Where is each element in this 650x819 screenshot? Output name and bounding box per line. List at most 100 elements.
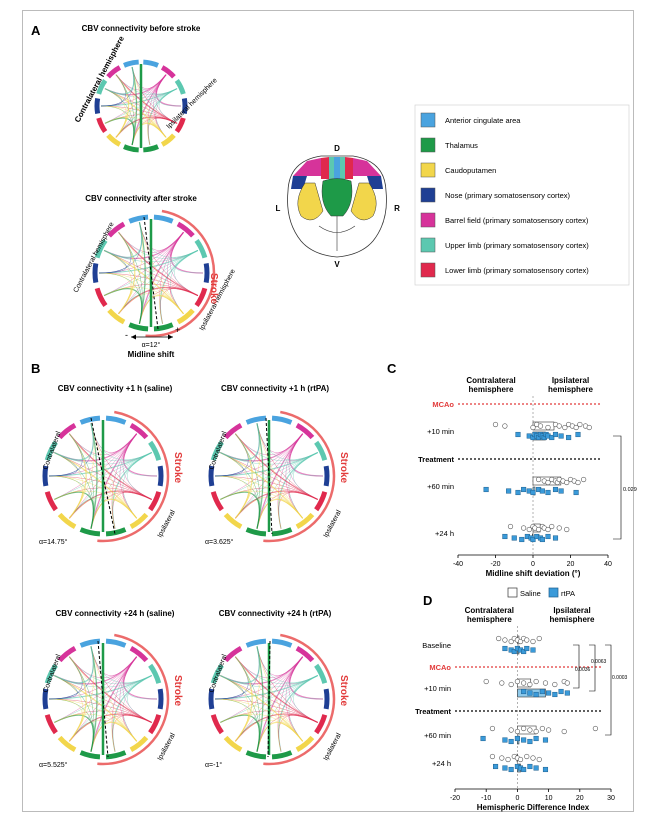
rtpa-point <box>521 737 527 743</box>
stroke-arc <box>263 633 336 766</box>
saline-point <box>545 479 551 486</box>
saline-point <box>489 753 496 760</box>
x-tick-label: -20 <box>490 561 500 568</box>
saline-point <box>521 680 527 686</box>
anterior-cingulate <box>334 157 340 179</box>
ipsilateral-label: Ipsilateral <box>157 509 177 539</box>
row-label: Treatment <box>418 455 454 464</box>
saline-point <box>499 755 505 761</box>
stroke-arc <box>97 633 170 766</box>
connectivity-link <box>54 646 94 684</box>
rtpa-point <box>566 434 572 441</box>
legend-swatch <box>420 162 436 178</box>
chord-segment <box>96 78 108 95</box>
saline-point <box>573 424 579 431</box>
saline-point <box>536 526 542 533</box>
chord-segment <box>94 98 101 114</box>
chord-segment <box>105 415 127 425</box>
saline-point <box>536 756 542 763</box>
saline-point <box>505 756 511 763</box>
x-tick-label: -40 <box>453 561 463 568</box>
title-before-stroke: CBV connectivity before stroke <box>82 24 201 33</box>
legend-label: Upper limb (primary somatosensory cortex… <box>445 241 589 250</box>
chord-segment <box>79 638 101 648</box>
rtpa-point <box>527 690 533 696</box>
rtpa-point <box>524 645 530 652</box>
contralateral-label: Contralateral <box>42 653 62 693</box>
contralateral-label: Contralateral <box>208 430 228 470</box>
chord-segment <box>106 65 122 79</box>
significance-bracket-2 <box>589 644 596 692</box>
saline-point <box>564 479 570 486</box>
shifted-midline <box>97 640 109 758</box>
chord-segment <box>245 638 267 648</box>
rtpa-point <box>533 765 539 771</box>
chord-segment <box>271 750 293 760</box>
chord-segment <box>106 133 122 147</box>
legend-swatch <box>420 212 436 228</box>
chord-segment <box>105 750 127 760</box>
rtpa-point <box>502 765 508 771</box>
chord-segment <box>160 65 176 79</box>
panel-b-alpha: α=14.75° <box>39 538 68 546</box>
saline-point <box>524 637 530 643</box>
chord-segment <box>245 415 267 425</box>
chord-segment <box>203 262 210 284</box>
contralateral-label: Contralateral <box>42 430 62 470</box>
legend-label: Nose (primary somatosensory cortex) <box>445 191 571 200</box>
rtpa-point <box>539 688 545 695</box>
x-tick-label: 20 <box>567 561 575 568</box>
chord-segment <box>148 663 162 684</box>
chord-segment <box>245 750 267 760</box>
chord-segment <box>57 422 77 440</box>
connectivity-link <box>122 490 152 519</box>
stroke-label: Stroke <box>338 675 349 707</box>
p-value-1: 0.0036 <box>575 667 591 673</box>
rtpa-point <box>549 434 555 441</box>
stroke-arc <box>145 209 216 338</box>
connectivity-link <box>98 272 132 314</box>
chord-segment <box>129 422 149 440</box>
chord-segment <box>153 322 174 332</box>
connectivity-link <box>100 74 126 107</box>
significance-bracket <box>613 435 622 540</box>
connectivity-link <box>104 66 135 95</box>
chord-segment <box>314 491 328 512</box>
saline-point <box>575 479 581 486</box>
legend-label: Caudoputamen <box>445 166 496 175</box>
connectivity-link <box>214 698 249 742</box>
p-value: 0.029 <box>623 487 637 493</box>
legend-label: Barrel field (primary somatosensory cort… <box>445 216 589 225</box>
panel-d-label: D <box>423 593 432 608</box>
dorsal-label: D <box>334 144 340 153</box>
legend-swatch <box>420 112 436 128</box>
chord-segment <box>105 527 127 537</box>
chord-segment <box>295 735 315 753</box>
panel-c-label: C <box>387 361 397 376</box>
region-legend: Anterior cingulate areaThalamusCaudoputa… <box>414 104 630 286</box>
chord-segment <box>210 491 224 512</box>
chord-segment <box>245 527 267 537</box>
chord-segment <box>143 144 159 153</box>
p-value-2: 0.0063 <box>591 659 607 665</box>
rtpa-point <box>530 647 536 653</box>
chord-segment <box>208 465 215 487</box>
panel-b-plot-title: CBV connectivity +24 h (saline) <box>56 609 175 618</box>
rtpa-point <box>533 735 539 742</box>
header-contralateral: Contralateral <box>465 606 514 615</box>
header-ipsilateral: hemisphere <box>550 615 595 624</box>
chord-segment <box>314 714 328 735</box>
saline-point <box>499 680 505 686</box>
rtpa-point <box>573 489 579 496</box>
panel-d-plot: ContralateralhemisphereIpsilateralhemisp… <box>415 606 627 812</box>
rtpa-point <box>542 737 549 743</box>
panel-b-alpha: α=-1° <box>205 761 222 769</box>
chord-segment <box>57 645 77 663</box>
panel-b-alpha: α=3.625° <box>205 538 234 546</box>
ipsilateral-hemisphere-label: Ipsilateral hemisphere <box>165 77 218 130</box>
panel-b: CBV connectivity +1 h (saline)α=14.75°Co… <box>39 384 349 769</box>
upper-limb-left <box>329 157 334 179</box>
upper-limb-right <box>340 157 345 179</box>
chord-segment <box>210 663 224 684</box>
saline-point <box>508 638 514 645</box>
